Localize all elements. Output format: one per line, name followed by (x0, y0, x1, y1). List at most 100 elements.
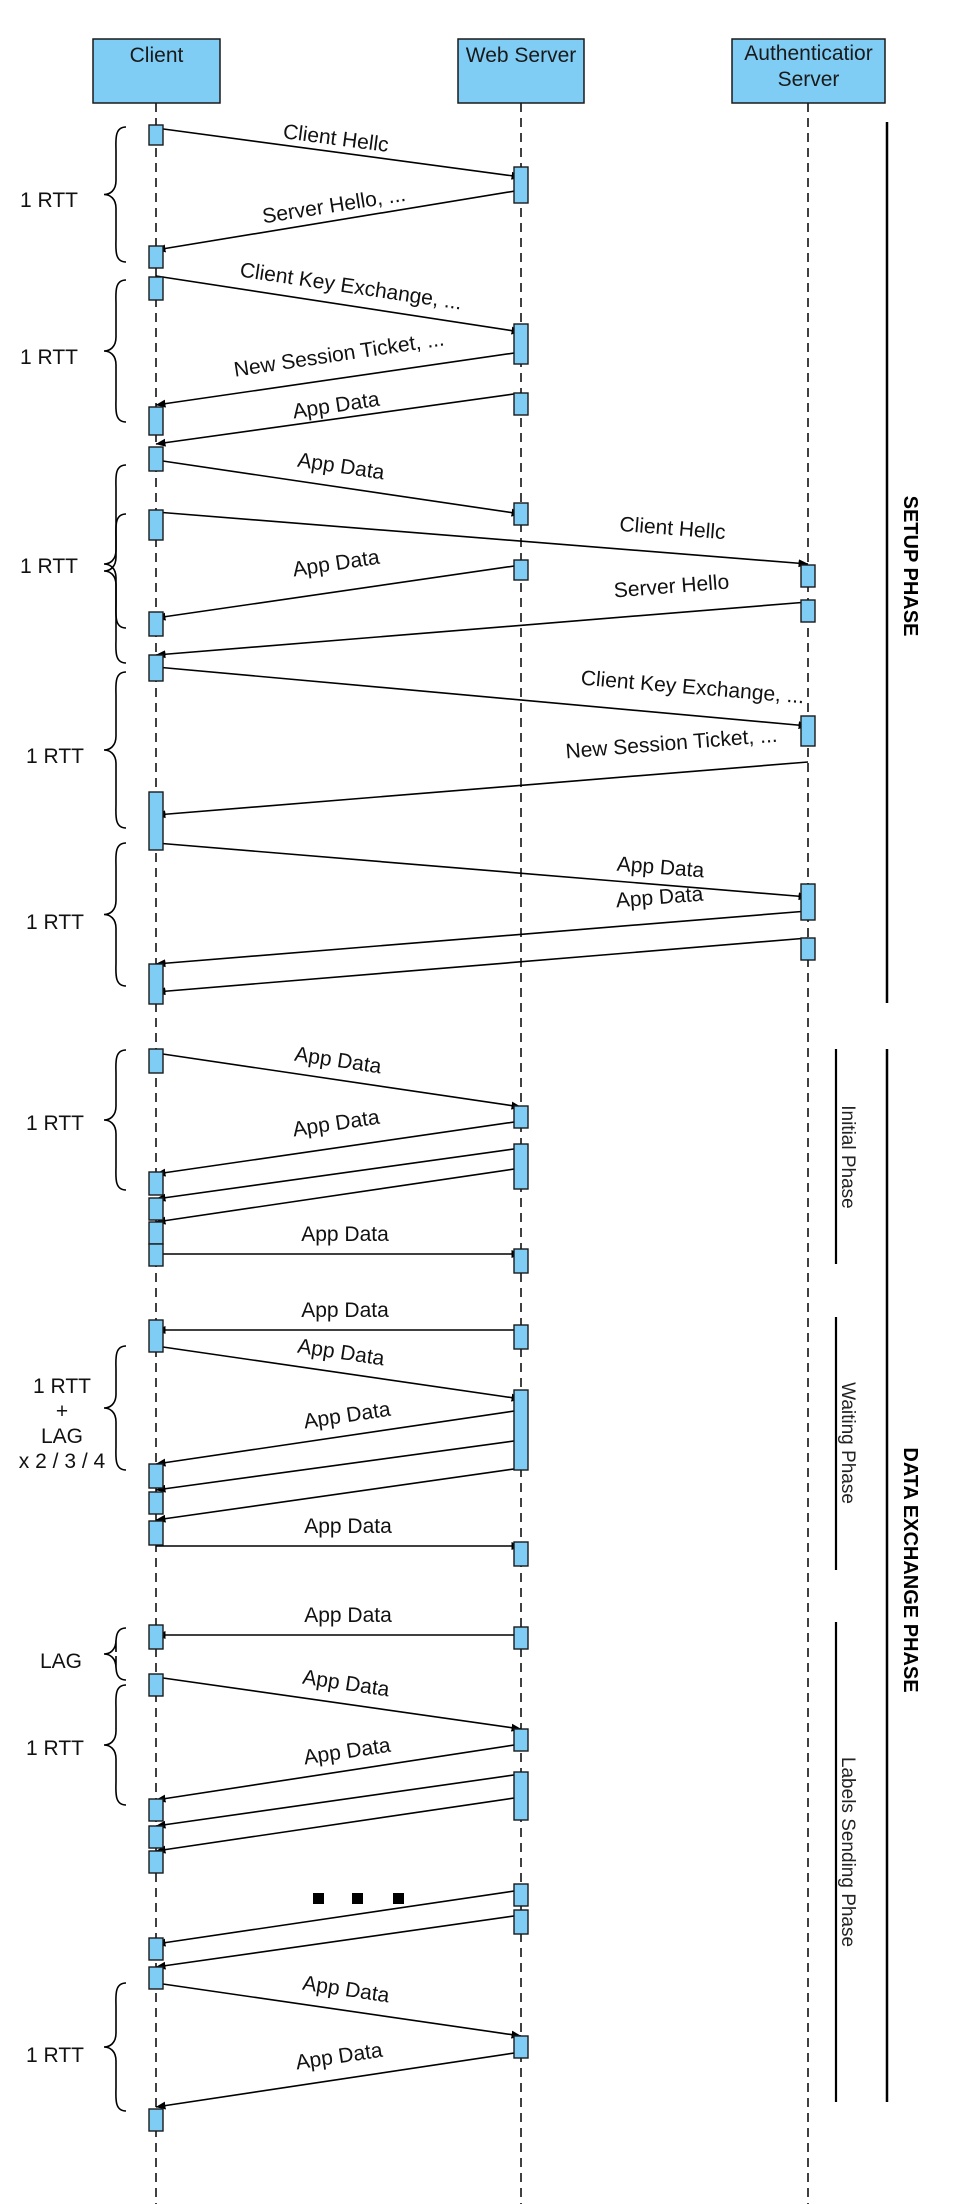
activation-box (148, 1197, 164, 1221)
rtt-brace (103, 464, 127, 664)
participant-auth-server-label: Authenticatior (744, 42, 872, 65)
message-arrow (155, 127, 522, 180)
message-arrow (155, 1676, 522, 1732)
message-arrow (155, 1052, 522, 1110)
message-arrow (155, 1467, 522, 1523)
message-arrow (155, 1796, 522, 1854)
activation-box (800, 715, 816, 747)
rtt-label: 1 RTT (26, 911, 84, 934)
participant-auth-server-box (731, 38, 886, 104)
message-arrow (155, 1743, 522, 1803)
rtt-label-multiline: x 2 / 3 / 4 (19, 1450, 106, 1473)
rtt-brace (103, 671, 127, 829)
activation-box (513, 1626, 529, 1650)
activation-box (148, 1221, 164, 1245)
participant-web-server-label: Web Server (466, 44, 577, 67)
rtt-label: 1 RTT (20, 346, 78, 369)
setup-phase-label: SETUP PHASE (899, 496, 921, 637)
message-arrow (155, 2051, 522, 2110)
activation-box (513, 2035, 529, 2059)
message-label: App Data (296, 1335, 386, 1371)
message-arrow (155, 564, 522, 621)
activation-box (513, 1389, 529, 1471)
message-label: Client Hellc (619, 513, 727, 544)
ellipsis-dot (352, 1893, 363, 1904)
message-label: App Data (291, 1106, 381, 1142)
activation-box (148, 1048, 164, 1074)
message-label: App Data (304, 1515, 392, 1538)
activation-box (800, 937, 816, 961)
activation-box (513, 502, 529, 526)
activation-box (513, 1883, 529, 1907)
message-arrow (155, 1345, 522, 1402)
rtt-label: 1 RTT (26, 745, 84, 768)
activation-box (148, 1491, 164, 1515)
participant-client-label: Client (130, 44, 184, 67)
rtt-brace (103, 1982, 127, 2112)
participant-client: Client (92, 38, 221, 104)
activation-box (148, 1850, 164, 1874)
activation-box (148, 124, 164, 146)
activation-box (513, 392, 529, 416)
message-arrow (155, 351, 522, 408)
message-label: New Session Ticket, ... (565, 724, 779, 764)
message-label: App Data (301, 1299, 389, 1322)
message-arrow (155, 601, 809, 659)
rtt-brace (103, 1345, 127, 1471)
participant-client-box (92, 38, 221, 104)
message-label: App Data (301, 1666, 391, 1702)
message-label: App Data (615, 883, 704, 913)
activation-box (148, 406, 164, 436)
activation-box (513, 323, 529, 365)
activation-box (513, 559, 529, 581)
rtt-label: 1 RTT (20, 189, 78, 212)
message-arrow (155, 189, 522, 253)
activation-box (148, 245, 164, 269)
message-arrow (155, 1409, 522, 1467)
message-arrow (155, 459, 522, 517)
activation-box (513, 166, 529, 204)
activation-box (148, 654, 164, 682)
message-arrow (155, 1773, 522, 1829)
rtt-brace (103, 513, 127, 629)
activation-box (513, 1541, 529, 1567)
message-label: App Data (294, 2039, 384, 2075)
initial-phase-label: Initial Phase (837, 1105, 858, 1209)
message-arrow (155, 1982, 522, 2039)
labels-sending-phase-label: Labels Sending Phase (837, 1757, 858, 1947)
message-arrow (155, 842, 809, 901)
rtt-brace (103, 1049, 127, 1191)
message-arrow (155, 937, 809, 996)
rtt-label-multiline: 1 RTT (33, 1375, 91, 1398)
activation-box (148, 509, 164, 541)
activation-box (513, 1324, 529, 1350)
activation-box (800, 564, 816, 588)
activation-box (513, 1105, 529, 1129)
message-label: App Data (301, 1223, 389, 1246)
message-label: App Data (616, 853, 705, 883)
participant-web-server-box (457, 38, 585, 104)
message-arrow (155, 511, 809, 568)
activation-box (148, 963, 164, 1005)
message-arrow (155, 1439, 522, 1493)
message-label: App Data (302, 1734, 392, 1770)
activation-box (148, 1520, 164, 1546)
participant-web-server: Web Server (457, 38, 585, 104)
rtt-label-multiline: LAG (41, 1425, 83, 1448)
activation-box (148, 446, 164, 472)
activation-box (513, 1143, 529, 1190)
message-label: Client Key Exchange, ... (580, 667, 805, 709)
rtt-label-multiline: + (56, 1400, 68, 1423)
activation-boxes (148, 124, 816, 2132)
activation-box (800, 883, 816, 921)
activation-box (148, 611, 164, 637)
ellipsis-dot (313, 1893, 324, 1904)
rtt-label: 1 RTT (26, 1737, 84, 1760)
data-exchange-phase-label: DATA EXCHANGE PHASE (899, 1447, 921, 1692)
message-arrow (155, 1167, 522, 1225)
activation-box (148, 1966, 164, 1990)
rtt-brace (103, 279, 127, 423)
